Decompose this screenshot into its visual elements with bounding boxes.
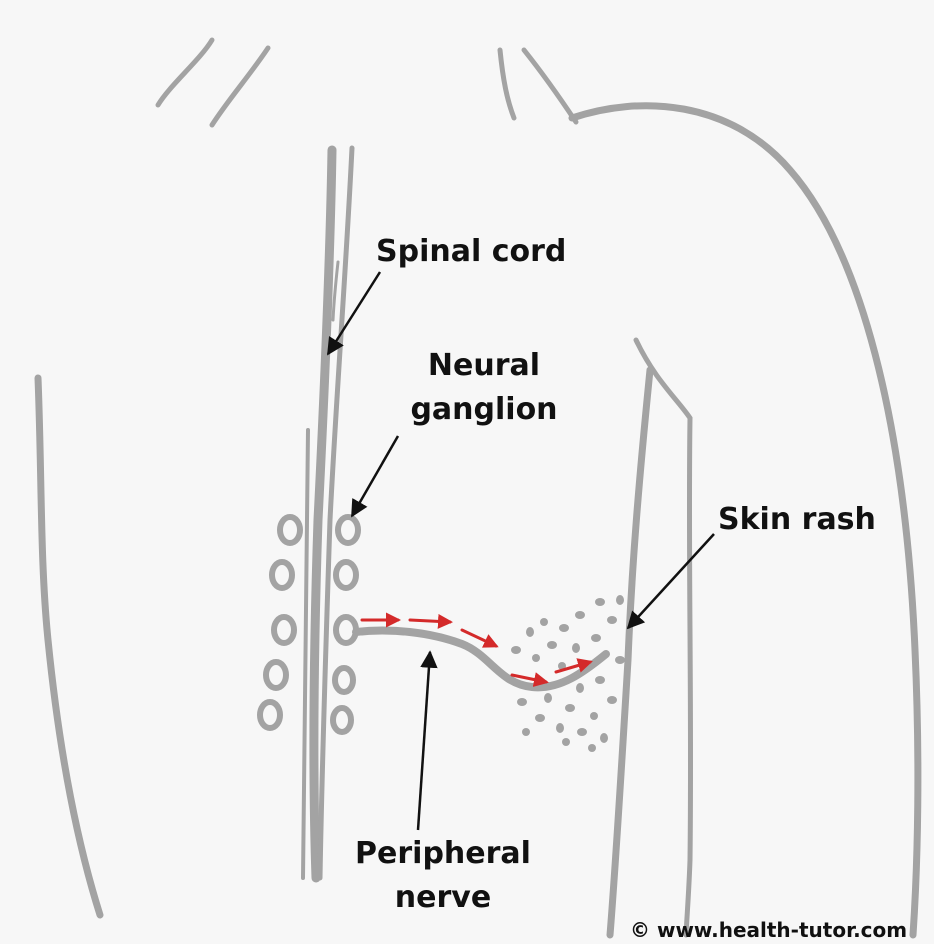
copyright-text: © www.health-tutor.com [630, 918, 907, 942]
neural-ganglion-label-line2: ganglion [398, 390, 570, 430]
skin-rash-label: Skin rash [718, 500, 876, 540]
torso-outline [38, 40, 918, 935]
peripheral-nerve-label-line2: nerve [340, 878, 546, 918]
peripheral-nerve-label-line1: Peripheral [340, 834, 546, 874]
skin-rash-pointer [628, 534, 714, 628]
spinal-cord-sketch [303, 148, 352, 878]
skin-rash-dots [511, 595, 625, 752]
neural-ganglion-label-line1: Neural [398, 346, 570, 386]
neural-ganglia [260, 517, 358, 732]
peripheral-nerve-pointer [418, 652, 430, 830]
spinal-cord-label: Spinal cord [376, 232, 566, 272]
ganglion-pointer [352, 436, 398, 516]
